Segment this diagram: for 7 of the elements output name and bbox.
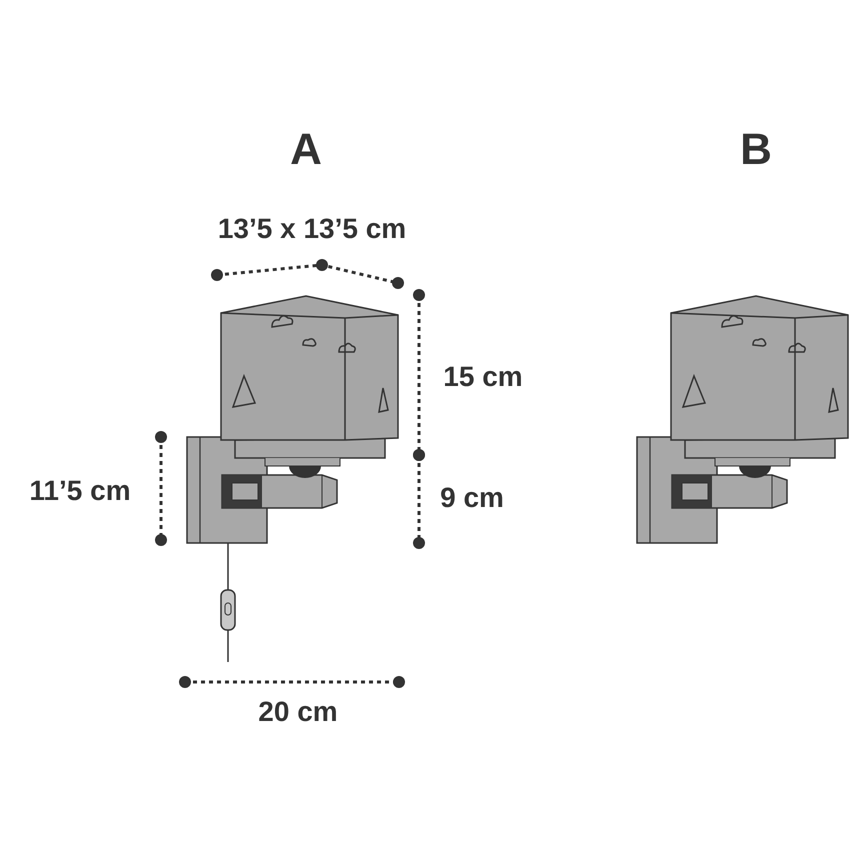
dimension-label: 13’5 x 13’5 cm	[218, 213, 406, 245]
dimension-label: 11’5 cm	[29, 475, 131, 507]
panel-letter: A	[290, 125, 322, 175]
dimension-label: 9 cm	[440, 482, 504, 514]
dimension-label: 15 cm	[443, 361, 523, 393]
dimension-label: 20 cm	[258, 696, 338, 728]
panel-letter: B	[740, 125, 772, 175]
